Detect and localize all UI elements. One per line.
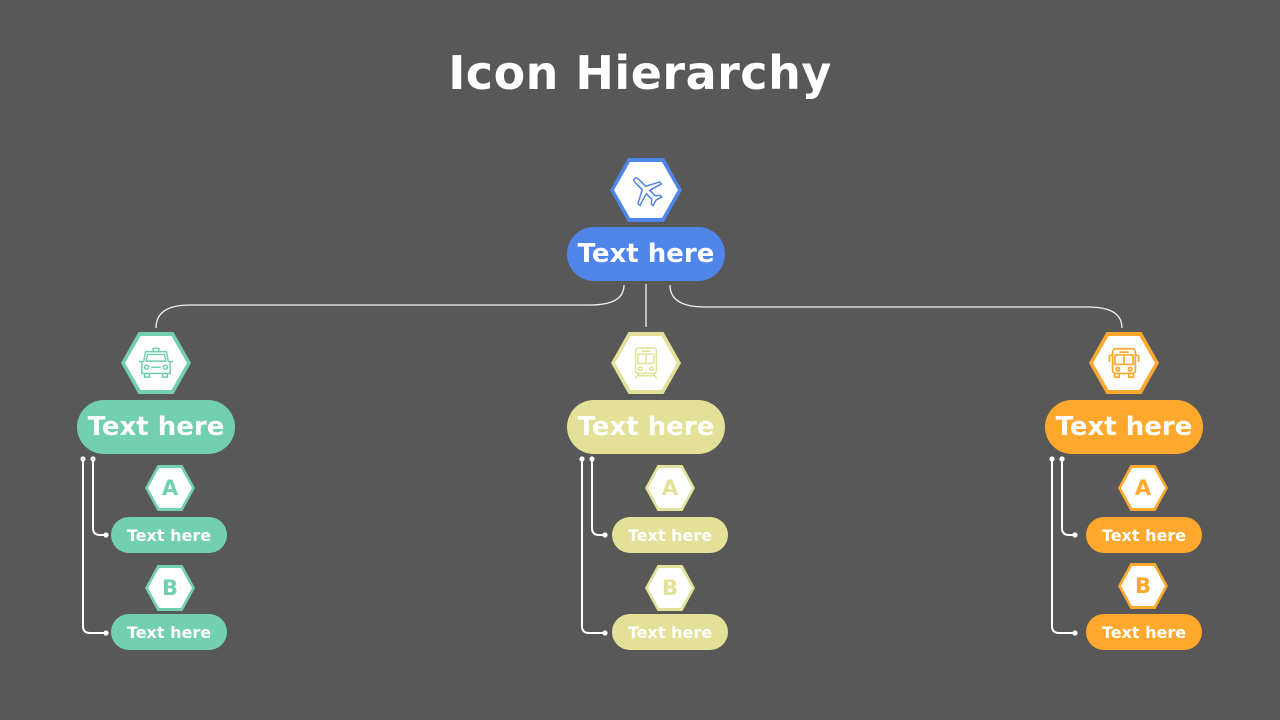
bracket-center-b bbox=[581, 459, 605, 634]
branch-1-icon-hexagon bbox=[121, 332, 191, 394]
connector-root-left bbox=[155, 284, 625, 329]
train-icon bbox=[634, 347, 658, 379]
branch-2-node: Text here bbox=[567, 400, 725, 454]
bracket-right-a bbox=[1061, 459, 1075, 536]
page-title: Icon Hierarchy bbox=[448, 46, 832, 100]
branch-1-item-b: Text here bbox=[111, 614, 227, 650]
branch-1-node: Text here bbox=[77, 400, 235, 454]
branch-3-letter-b: B bbox=[1121, 566, 1165, 606]
root-node: Text here bbox=[567, 227, 725, 281]
branch-3-item-b: Text here bbox=[1086, 614, 1202, 650]
root-icon-hexagon bbox=[610, 158, 682, 222]
branch-2-item-a: Text here bbox=[612, 517, 728, 553]
branch-2-letter-b: B bbox=[648, 568, 692, 608]
bracket-left-a bbox=[92, 459, 106, 536]
branch-3-node: Text here bbox=[1045, 400, 1203, 454]
branch-2-letter-a: A bbox=[648, 468, 692, 508]
branch-2-icon-hexagon bbox=[611, 332, 681, 394]
branch-2-item-b: Text here bbox=[612, 614, 728, 650]
connector-root-right bbox=[669, 284, 1123, 329]
bus-icon bbox=[1108, 347, 1140, 379]
branch-1-item-a: Text here bbox=[111, 517, 227, 553]
branch-3-letter-a-hexagon: A bbox=[1118, 465, 1168, 511]
bracket-center-a bbox=[591, 459, 605, 536]
branch-3-letter-a: A bbox=[1121, 468, 1165, 508]
branch-1-letter-a: A bbox=[148, 468, 192, 508]
truck-icon bbox=[138, 347, 174, 378]
branch-3-letter-b-hexagon: B bbox=[1118, 563, 1168, 609]
airplane-icon bbox=[633, 177, 663, 207]
bracket-right-b bbox=[1051, 459, 1075, 634]
branch-3-item-a: Text here bbox=[1086, 517, 1202, 553]
branch-1-letter-b: B bbox=[148, 568, 192, 608]
branch-1-letter-b-hexagon: B bbox=[145, 565, 195, 611]
bracket-left-b bbox=[82, 459, 106, 634]
